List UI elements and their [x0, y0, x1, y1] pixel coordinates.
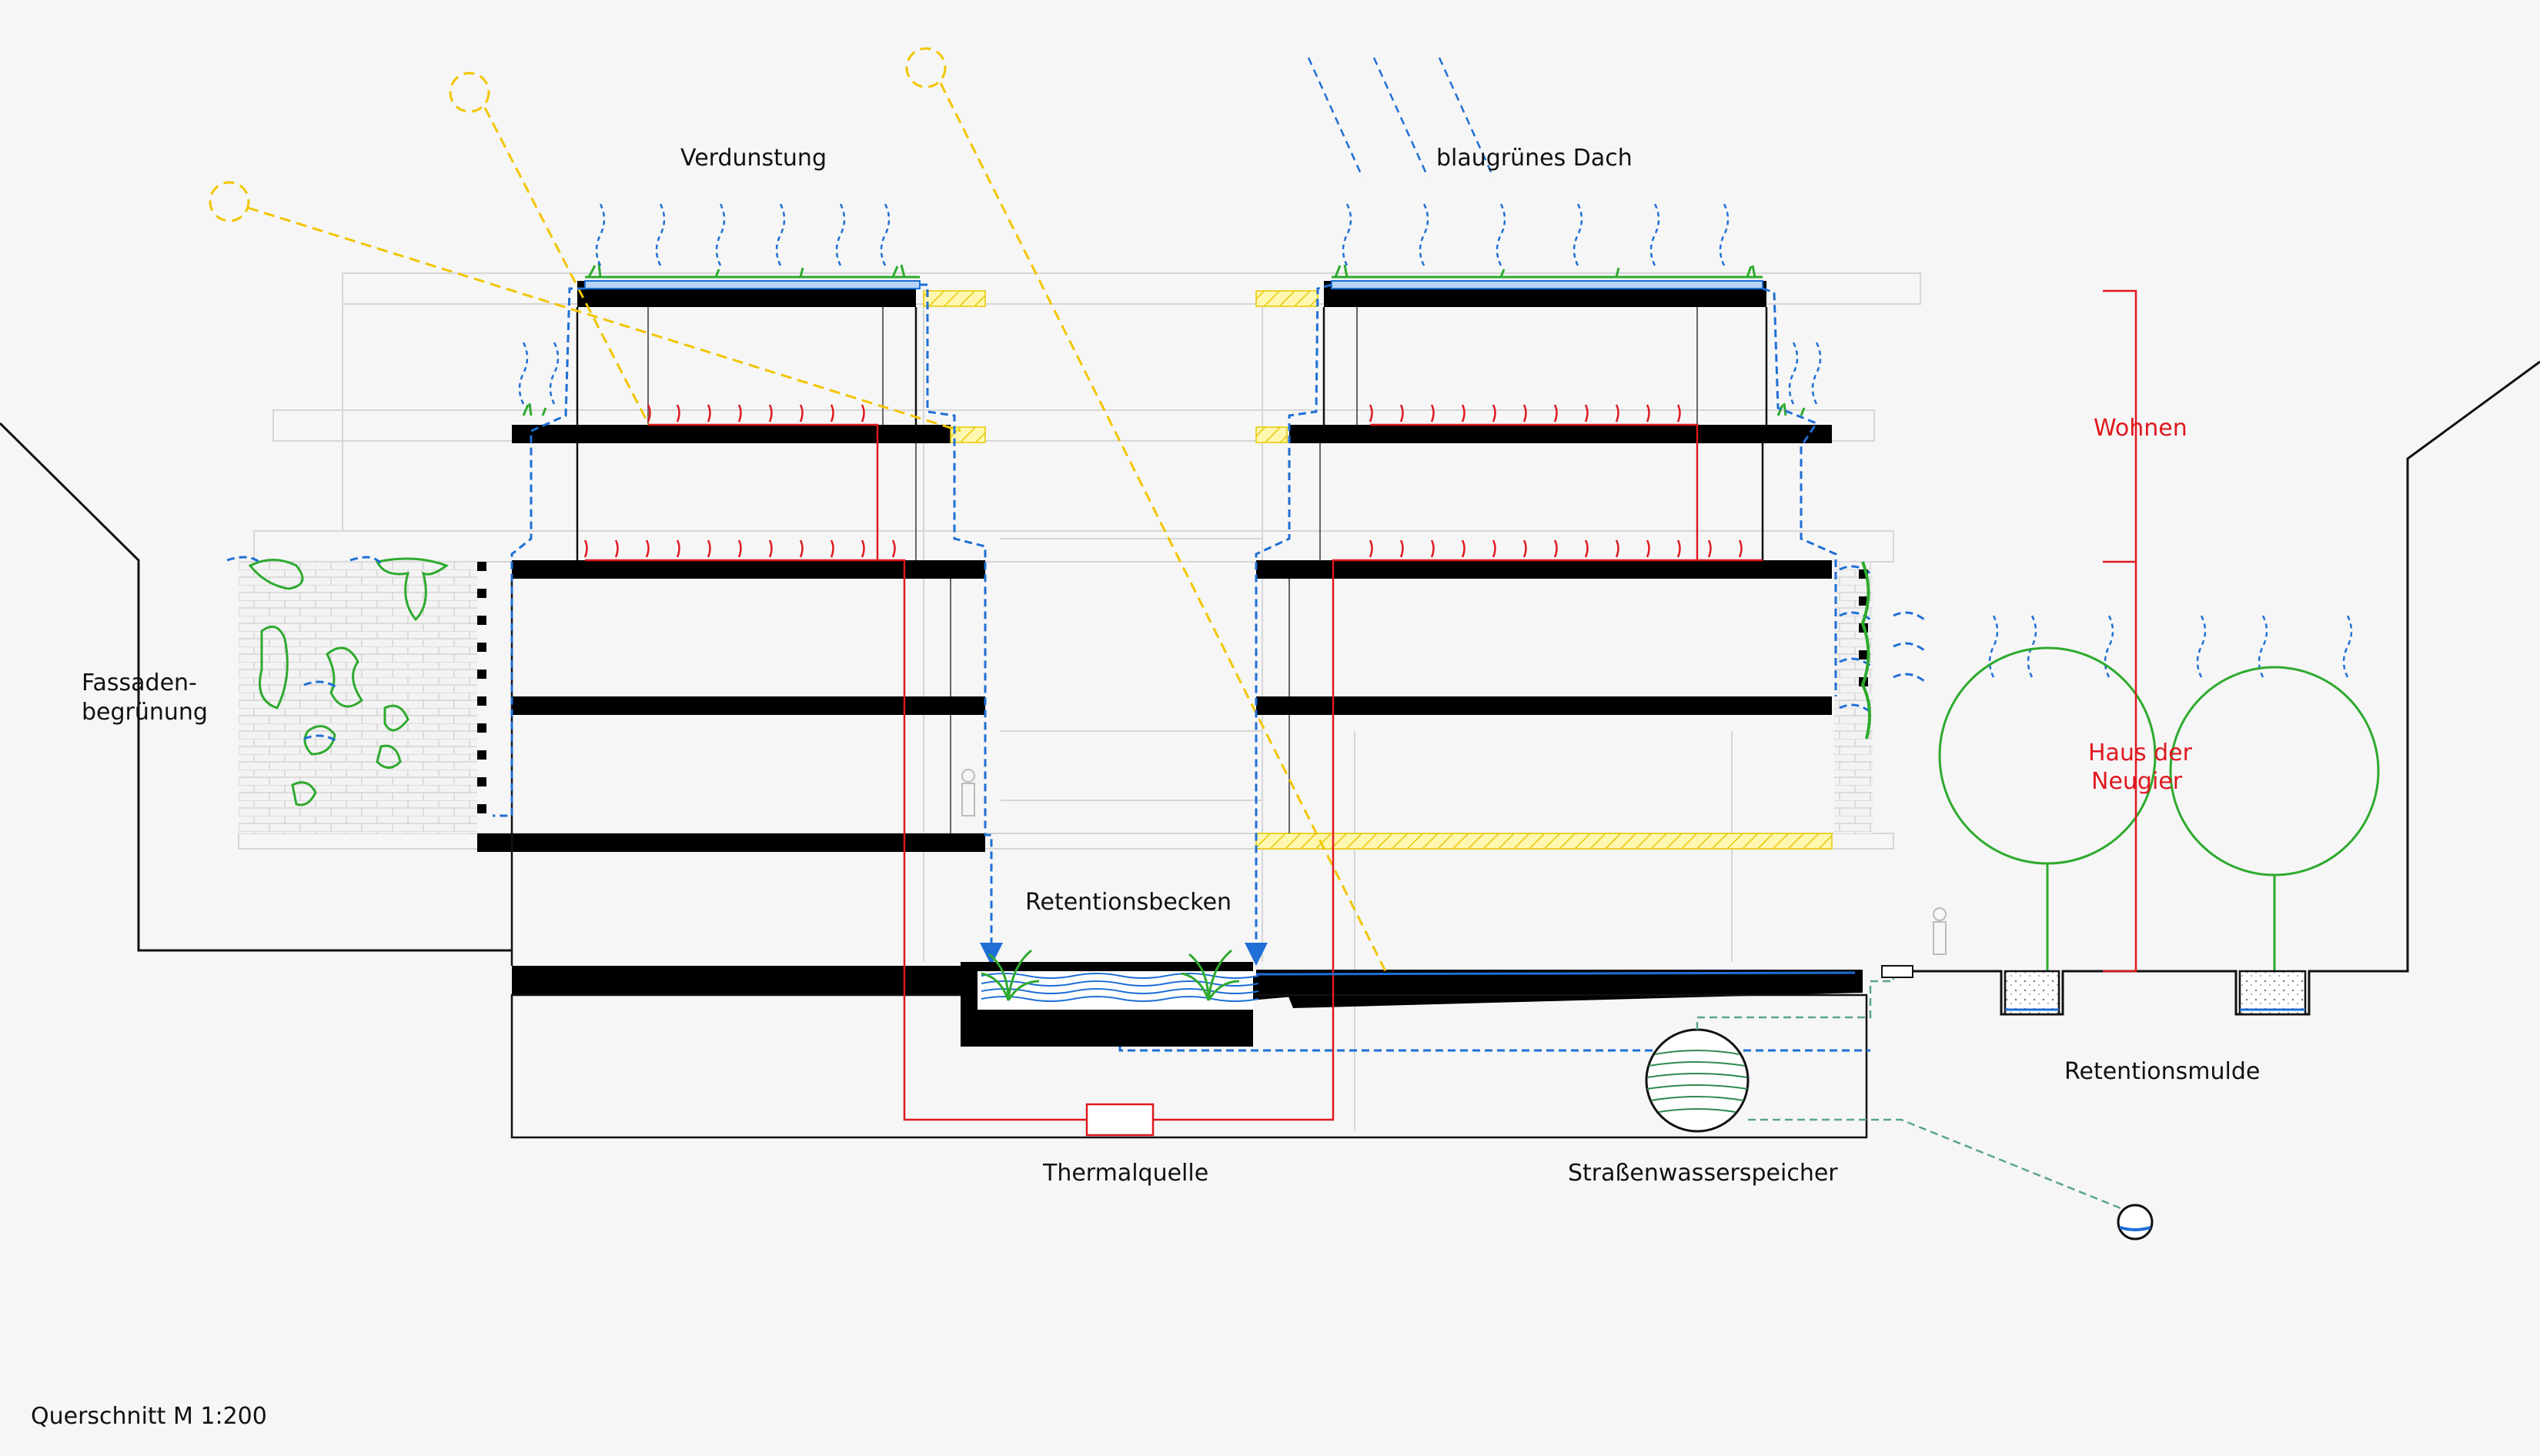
- label-thermalquelle: Thermalquelle: [1042, 1160, 1208, 1187]
- street-water-pipes: [1696, 971, 2125, 1211]
- sun-icon: [905, 47, 947, 88]
- street-water-storage-tank: [1645, 1028, 1750, 1133]
- label-fassade-line2: begrünung: [82, 699, 208, 726]
- terrain-outline: [0, 360, 2540, 1016]
- sloped-water-channel: [1255, 971, 1856, 976]
- background-building-outline: [238, 272, 1921, 1131]
- person-silhouettes: [961, 769, 1947, 955]
- label-retentionsmulde: Retentionsmulde: [2064, 1058, 2260, 1085]
- sun-rays: [209, 47, 1387, 972]
- thin-columns: [647, 307, 1698, 833]
- facade-greenery-wall: [239, 557, 477, 833]
- caption: Querschnitt M 1:200: [31, 1403, 267, 1430]
- label-retentionsbecken: Retentionsbecken: [1025, 889, 1232, 916]
- heat-pipes: [583, 404, 1763, 1137]
- right-facade-plants: [1860, 561, 1871, 740]
- rain-lines: [1307, 57, 1495, 178]
- label-fassade-line1: Fassaden-: [82, 670, 197, 696]
- thermal-source-box: [1085, 1103, 1155, 1137]
- facade-anchors: [477, 562, 1868, 813]
- label-haus-line1: Haus der: [2088, 740, 2193, 766]
- evaporation-arrows: [518, 203, 2353, 678]
- retention-basin: [961, 949, 1259, 1047]
- roof-water-layer-left: [584, 280, 921, 289]
- drain-icon: [2117, 1204, 2154, 1241]
- trees: [1938, 646, 2380, 971]
- label-wohnen: Wohnen: [2094, 415, 2187, 442]
- roof-water-layer-right: [1331, 280, 1763, 289]
- height-bracket: [2103, 289, 2137, 973]
- roof-vegetation: [522, 262, 1806, 416]
- sun-icon: [209, 181, 250, 222]
- sun-icon: [449, 72, 490, 113]
- retention-swales: [2004, 970, 2307, 1016]
- label-blaugruenes-dach: blaugrünes Dach: [1436, 145, 1633, 172]
- drain-inlet: [1881, 965, 1913, 978]
- label-strassenwasserspeicher: Straßenwasserspeicher: [1568, 1160, 1838, 1187]
- label-verdunstung: Verdunstung: [680, 145, 827, 172]
- label-haus-line2: Neugier: [2091, 768, 2183, 795]
- hatched-bands: [923, 290, 1833, 850]
- water-pipes: [226, 283, 1925, 1052]
